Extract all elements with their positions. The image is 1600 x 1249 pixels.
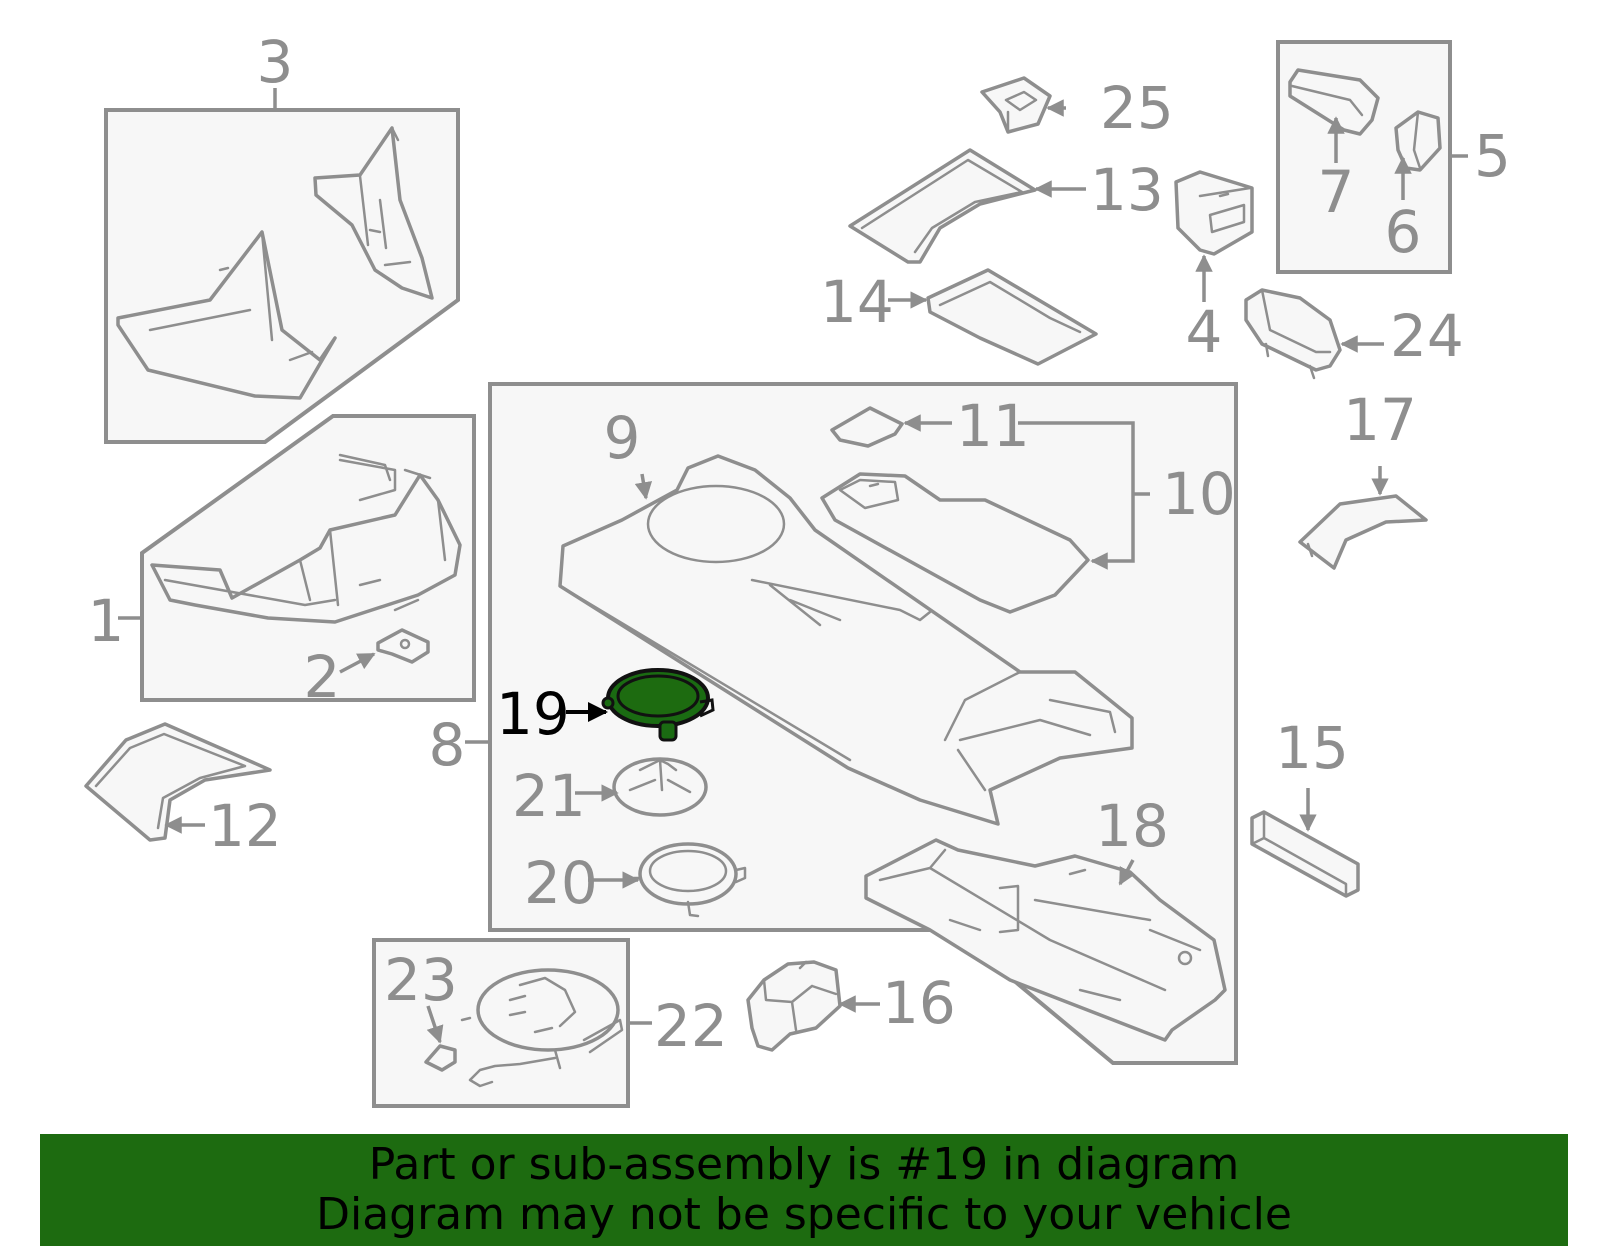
part-19-highlighted-ring	[601, 668, 715, 742]
callout-12: 12	[208, 792, 282, 860]
callout-1: 1	[88, 587, 125, 655]
callout-9: 9	[604, 404, 641, 472]
callout-5: 5	[1474, 122, 1511, 190]
part-14-mat	[926, 268, 1098, 366]
callout-15: 15	[1275, 714, 1349, 782]
part-4-switch	[1174, 170, 1254, 256]
part-12-mat	[84, 722, 272, 842]
banner-line-2: Diagram may not be specific to your vehi…	[316, 1189, 1292, 1240]
part-17	[1298, 494, 1428, 570]
callout-24: 24	[1390, 302, 1464, 370]
callout-21: 21	[512, 762, 586, 830]
callout-13: 13	[1090, 156, 1164, 224]
group-box-5	[1276, 40, 1468, 274]
group-box-22	[372, 938, 652, 1108]
callout-23: 23	[384, 946, 458, 1014]
callout-22: 22	[654, 992, 728, 1060]
group-box-3	[104, 88, 460, 444]
callout-7: 7	[1318, 158, 1355, 226]
callout-20: 20	[524, 849, 598, 917]
part-24	[1244, 288, 1342, 380]
part-9-console	[558, 454, 1134, 826]
callout-10: 10	[1162, 460, 1236, 528]
part-15	[1250, 810, 1360, 898]
callout-25: 25	[1100, 74, 1174, 142]
callout-3: 3	[257, 28, 294, 96]
part-18-tray	[864, 838, 1227, 1042]
part-11	[830, 406, 904, 448]
callout-11: 11	[956, 392, 1030, 460]
callout-14: 14	[820, 268, 894, 336]
part-25	[980, 76, 1052, 134]
part-13-mat	[848, 148, 1037, 264]
callout-4: 4	[1186, 298, 1223, 366]
part-20-ring	[632, 842, 747, 918]
callout-19: 19	[496, 680, 570, 748]
group-box-1	[118, 414, 476, 702]
highlight-banner: Part or sub-assembly is #19 in diagram D…	[40, 1134, 1568, 1246]
part-21-boot	[612, 757, 708, 817]
callout-18: 18	[1095, 792, 1169, 860]
part-16	[746, 960, 842, 1052]
callout-16: 16	[882, 969, 956, 1037]
callout-2: 2	[304, 643, 341, 711]
banner-line-1: Part or sub-assembly is #19 in diagram	[368, 1139, 1240, 1190]
callout-8: 8	[429, 711, 466, 779]
part-10-lid	[820, 472, 1090, 614]
callout-17: 17	[1343, 386, 1417, 454]
callout-6: 6	[1385, 198, 1422, 266]
